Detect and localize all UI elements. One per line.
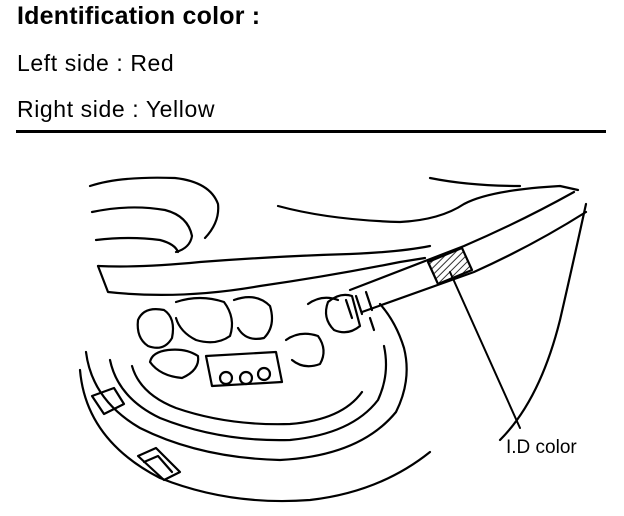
bolt-2 bbox=[238, 370, 254, 386]
hub-lobe-2 bbox=[174, 296, 234, 344]
right-side-color-text: Right side : Yellow bbox=[17, 96, 216, 122]
lower-tab bbox=[136, 446, 182, 482]
upper-panel-line-2 bbox=[90, 206, 194, 254]
rotor-inner bbox=[108, 344, 388, 442]
header-divider bbox=[16, 130, 606, 133]
lower-clip bbox=[90, 386, 126, 416]
hub-detail-2 bbox=[306, 296, 340, 306]
upper-panel-line-3 bbox=[94, 236, 180, 254]
callout-leader bbox=[449, 271, 521, 429]
left-side-color-text: Left side : Red bbox=[17, 50, 175, 76]
hub-lobe-3 bbox=[232, 295, 274, 340]
identification-color-heading: Identification color : bbox=[17, 2, 261, 30]
splash-guard-lower bbox=[96, 244, 432, 268]
shaft-joint bbox=[368, 316, 376, 332]
cover-edge-2 bbox=[428, 176, 522, 188]
hub-detail bbox=[284, 332, 325, 368]
hub-lobe-1 bbox=[136, 308, 175, 349]
hub-bracket bbox=[204, 350, 284, 388]
shaft-collar bbox=[344, 290, 374, 320]
upper-panel-line bbox=[88, 176, 220, 240]
bolt-1 bbox=[218, 370, 234, 386]
id-color-callout: I.D color bbox=[506, 437, 577, 458]
cover-edge bbox=[276, 184, 580, 224]
hub-lower bbox=[148, 348, 200, 380]
drive-shaft-lower bbox=[360, 210, 588, 314]
rotor-inner-2 bbox=[130, 364, 364, 426]
wheel-well-arc bbox=[78, 368, 432, 503]
splash-guard bbox=[96, 256, 427, 296]
shaft-end-cap bbox=[324, 293, 362, 334]
id-color-band bbox=[426, 246, 474, 286]
wheel-well-arc-2 bbox=[498, 202, 588, 442]
rotor-outer bbox=[84, 302, 408, 462]
drive-shaft-upper bbox=[348, 190, 576, 292]
bolt-3 bbox=[256, 366, 272, 382]
